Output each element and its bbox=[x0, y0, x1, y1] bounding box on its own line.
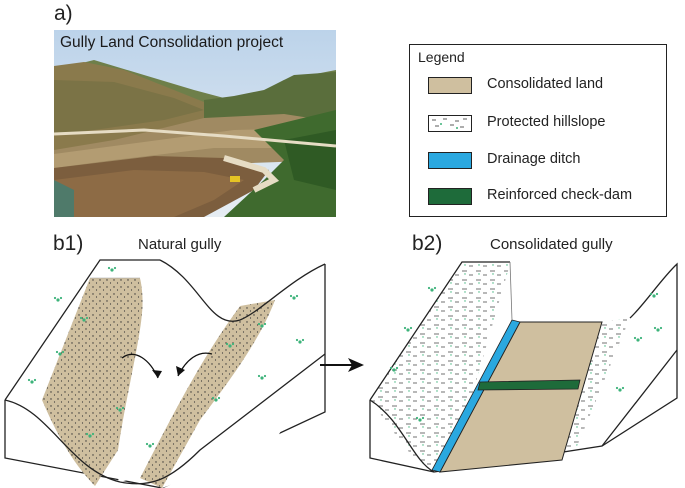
panel-b1-label: b1) bbox=[53, 232, 84, 255]
legend-box: Legend Consolidated land Protected hills… bbox=[409, 44, 667, 217]
legend-label-drainage-ditch: Drainage ditch bbox=[487, 151, 581, 167]
legend-swatch-check-dam bbox=[428, 188, 472, 205]
panel-a-label: a) bbox=[54, 2, 73, 25]
photo-title: Gully Land Consolidation project bbox=[60, 34, 284, 51]
consolidated-gully-diagram bbox=[369, 261, 678, 473]
legend-swatch-drainage-ditch bbox=[428, 152, 472, 169]
gully-project-photo bbox=[54, 30, 336, 217]
legend-title: Legend bbox=[418, 49, 465, 65]
panel-b1-title: Natural gully bbox=[138, 236, 222, 253]
legend-label-check-dam: Reinforced check-dam bbox=[487, 187, 633, 203]
legend-label-protected-hillslope: Protected hillslope bbox=[487, 114, 606, 130]
transition-arrow bbox=[320, 358, 364, 372]
panel-b2-title: Consolidated gully bbox=[490, 236, 613, 253]
panel-b2-label: b2) bbox=[412, 232, 443, 255]
legend-swatch-consolidated-land bbox=[428, 77, 472, 94]
legend-swatch-protected-hillslope bbox=[428, 115, 472, 132]
legend-label-consolidated-land: Consolidated land bbox=[487, 76, 604, 92]
natural-gully-diagram bbox=[4, 259, 326, 488]
